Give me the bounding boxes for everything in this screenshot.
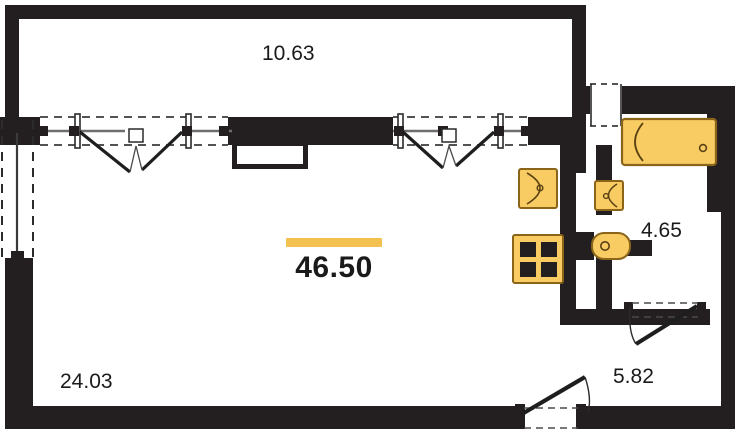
jamb-bath-b (620, 96, 629, 110)
burner-top-right (541, 242, 557, 257)
balcony-dashed-outline (1, 120, 34, 262)
wall-bottom-right (585, 406, 735, 429)
leaf-right-b (454, 130, 496, 168)
hall-door[interactable] (628, 302, 699, 346)
wall-bath-partition (638, 240, 652, 256)
wall-balcony-left (5, 5, 19, 117)
wall-corridor-left (560, 145, 576, 323)
room-label-living: 24.03 (60, 370, 113, 393)
hinge-knob-5 (394, 126, 404, 136)
jamb-entry-a (515, 404, 525, 429)
balcony-railing-group (1, 120, 34, 262)
bathtub-body (620, 117, 718, 167)
hinge-knob-3 (182, 126, 192, 136)
bathtub-inner-curve (634, 122, 644, 162)
bathtub[interactable] (620, 117, 718, 167)
wall-bottom-left (5, 406, 517, 429)
balcony-folding-doors[interactable] (38, 113, 531, 174)
washbasin-large[interactable] (518, 168, 558, 209)
leaf-left-link (129, 145, 143, 173)
fixtures (512, 117, 718, 284)
entry-door-arc (584, 376, 591, 413)
pillar-inner (237, 146, 303, 164)
hall-door-arc (628, 305, 637, 345)
leaf-left-b (140, 130, 184, 172)
washbasin-small[interactable] (594, 180, 624, 211)
bath-door-dashed (590, 83, 622, 127)
hall-door-dashed (632, 302, 698, 318)
leaf-right-a (401, 130, 445, 170)
bath-door-opening (590, 82, 622, 128)
washbasin-small-drain-icon (602, 192, 610, 200)
toilet-flush-icon (599, 241, 610, 252)
railing-cap-top (11, 124, 24, 133)
toilet[interactable] (576, 232, 631, 260)
hinge-knob-4 (219, 126, 229, 136)
burner-top-left (520, 242, 536, 257)
leaf-right-link (442, 143, 457, 169)
toilet-cistern (576, 232, 594, 260)
hinge-knob-2 (69, 126, 79, 136)
hall-door-leaf (634, 304, 699, 346)
bathtub-drain-icon (698, 143, 708, 153)
wall-balcony-right (572, 5, 586, 117)
wall-top (5, 5, 586, 19)
room-label-balcony: 10.63 (262, 42, 315, 65)
room-label-hallway: 5.82 (613, 365, 654, 388)
entry-door[interactable] (520, 375, 591, 429)
cooktop[interactable] (512, 234, 564, 284)
hinge-knob-1 (38, 126, 48, 136)
door-sweep-dashed-right (393, 116, 528, 146)
room-label-bathroom: 4.65 (641, 219, 682, 242)
bathroom-doorway[interactable] (590, 82, 622, 128)
leaf-right-node (441, 128, 457, 143)
burner-bottom-right (541, 262, 557, 277)
leaf-left-node (128, 128, 144, 143)
wall-corridor-right-2 (596, 255, 612, 323)
hinge-knob-7 (494, 126, 504, 136)
wall-left-lower (5, 258, 33, 420)
toilet-bowl (591, 232, 631, 260)
entry-door-dashed (524, 407, 578, 429)
railing-cap-bottom (11, 251, 24, 260)
entry-door-leaf (520, 375, 587, 416)
jamb-bath-a (584, 96, 593, 110)
hinge-knob-8 (521, 126, 531, 136)
jamb-entry-b (576, 404, 586, 429)
wall-left-cap (5, 258, 33, 268)
wall-mid-block (228, 117, 393, 145)
door-sweep-dashed (40, 116, 228, 146)
washbasin-large-drain-icon (536, 184, 544, 192)
washbasin-large-bowl (526, 172, 541, 205)
total-area-value: 46.50 (295, 251, 373, 284)
jamb-hall-a (624, 302, 633, 318)
jamb-hall-b (697, 302, 706, 318)
total-area-accent-bar (286, 238, 382, 247)
washbasin-large-body (518, 168, 558, 209)
leaf-left-a (79, 130, 131, 174)
burner-bottom-left (520, 262, 536, 277)
total-area-block: 46.50 (234, 238, 434, 285)
